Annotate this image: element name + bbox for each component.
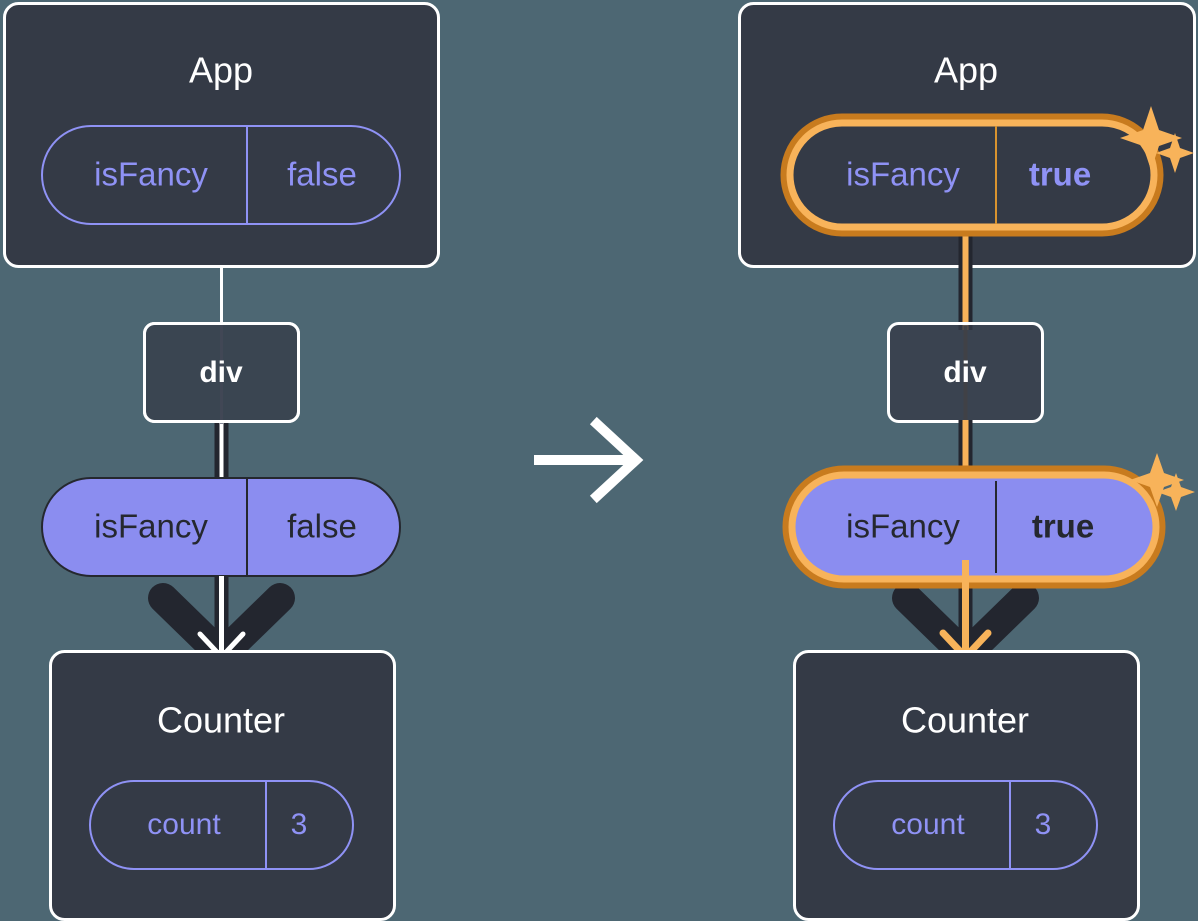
panel-before: App isFancy false div isFancy f xyxy=(3,2,440,921)
app-box-left xyxy=(3,2,440,268)
counter-box-right xyxy=(793,650,1140,921)
div-box-right-fillmask xyxy=(890,325,1041,420)
panel-after: App isFancy true div xyxy=(738,2,1196,921)
app-prop-pill-highlight-inner-right xyxy=(786,119,1158,231)
div-box-left-border xyxy=(143,322,300,423)
app-prop-value-right: true xyxy=(1029,156,1091,193)
counter-prop-pill-right xyxy=(833,780,1098,870)
counter-title-right: Counter xyxy=(901,700,1029,741)
passed-prop-pill-highlight-inner-right xyxy=(788,471,1160,583)
app-prop-value-left: false xyxy=(287,156,357,193)
app-prop-pill-left xyxy=(41,125,401,225)
app-title-left: App xyxy=(189,50,253,91)
counter-box-left xyxy=(49,650,396,921)
div-label-left: div xyxy=(199,356,243,389)
sparkle-small-icon xyxy=(1156,133,1194,173)
arrow-right-icon xyxy=(589,416,644,504)
div-box-left-fillmask xyxy=(146,325,297,420)
app-prop-name-right: isFancy xyxy=(846,156,960,193)
counter-prop-value-left: 3 xyxy=(291,808,308,841)
app-prop-name-left: isFancy xyxy=(94,156,208,193)
passed-prop-value-right: true xyxy=(1032,508,1094,545)
sparkle-icon xyxy=(1130,453,1184,507)
transition-arrow xyxy=(534,416,644,504)
counter-prop-name-left: count xyxy=(147,808,221,841)
sparkle-small-icon xyxy=(1157,473,1195,511)
counter-prop-value-right: 3 xyxy=(1035,808,1052,841)
app-title-right: App xyxy=(934,50,998,91)
passed-prop-name-left: isFancy xyxy=(94,508,208,545)
counter-prop-pill-left xyxy=(89,780,354,870)
counter-title-left: Counter xyxy=(157,700,285,741)
passed-prop-value-left: false xyxy=(287,508,357,545)
counter-prop-name-right: count xyxy=(891,808,965,841)
div-label-right: div xyxy=(943,356,987,389)
sparkle-icon xyxy=(1120,106,1182,170)
passed-prop-name-right: isFancy xyxy=(846,508,960,545)
